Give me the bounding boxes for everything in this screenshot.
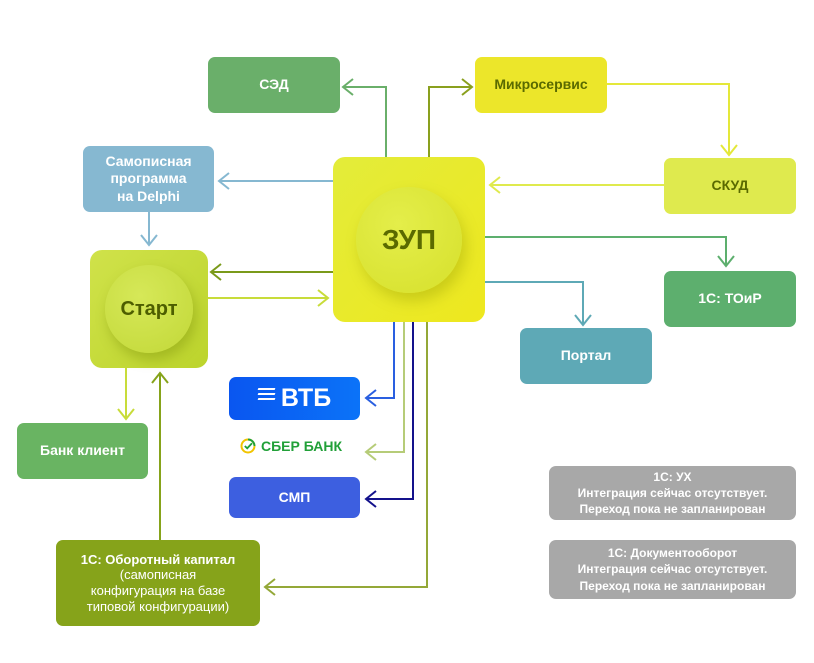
- sber-logo-icon: [240, 438, 256, 454]
- node-ux-line-2: Переход пока не запланирован: [579, 502, 766, 517]
- node-ux-title: 1С: УХ: [653, 469, 692, 484]
- node-skud-label: СКУД: [711, 177, 749, 194]
- node-vtb[interactable]: ВТБ: [229, 377, 360, 420]
- arrow-zup-to-sed: [341, 78, 387, 158]
- node-delphi-line-2: программа: [110, 170, 187, 187]
- node-start[interactable]: Старт: [90, 250, 208, 368]
- arrow-zup-to-delphi: [217, 172, 333, 190]
- node-ux[interactable]: 1С: УХ Интеграция сейчас отсутствует. Пе…: [549, 466, 796, 520]
- node-microservice[interactable]: Микросервис: [475, 57, 607, 113]
- vtb-logo-icon: [257, 387, 276, 400]
- node-smp-label: СМП: [278, 488, 311, 505]
- arrow-zup-to-microservice: [428, 78, 474, 158]
- arrow-working-capital-to-start: [151, 371, 169, 540]
- node-delphi-line-1: Самописная: [105, 152, 192, 169]
- node-working-capital-line-2: конфигурация на базе: [90, 583, 226, 598]
- node-docflow-line-2: Переход пока не запланирован: [579, 578, 766, 593]
- node-toir-label: 1С: ТОиР: [698, 290, 762, 307]
- node-delphi[interactable]: Самописная программа на Delphi: [83, 146, 214, 212]
- node-microservice-label: Микросервис: [494, 76, 588, 93]
- arrow-delphi-to-start: [140, 212, 158, 247]
- node-working-capital-line-3: типовой конфигурации): [86, 598, 230, 614]
- node-docflow-title: 1С: Документооборот: [607, 546, 738, 561]
- arrow-zup-to-working-capital: [263, 321, 428, 596]
- arrow-zup-to-start: [209, 263, 333, 281]
- arrow-start-to-bank-client: [117, 368, 135, 421]
- node-smp[interactable]: СМП: [229, 477, 360, 518]
- node-docflow-line-1: Интеграция сейчас отсутствует.: [577, 562, 768, 577]
- arrow-zup-to-smp: [364, 321, 414, 508]
- node-working-capital-line-1: (самописная: [119, 567, 197, 583]
- arrow-skud-to-zup: [488, 176, 664, 194]
- node-zup[interactable]: ЗУП: [333, 157, 485, 322]
- node-working-capital-title: 1С: Оборотный капитал: [80, 551, 236, 567]
- node-sed[interactable]: СЭД: [208, 57, 340, 113]
- node-docflow[interactable]: 1С: Документооборот Интеграция сейчас от…: [549, 540, 796, 599]
- node-start-disc: Старт: [105, 265, 193, 353]
- node-sber[interactable]: СБЕР БАНК: [240, 438, 342, 454]
- arrow-zup-to-sber: [364, 321, 405, 461]
- node-bank-client[interactable]: Банк клиент: [17, 423, 148, 479]
- node-working-capital[interactable]: 1С: Оборотный капитал (самописная конфиг…: [56, 540, 260, 626]
- node-zup-disc: ЗУП: [356, 186, 462, 293]
- node-vtb-label: ВТБ: [280, 383, 332, 412]
- node-delphi-line-3: на Delphi: [117, 187, 180, 204]
- node-zup-label: ЗУП: [381, 224, 437, 255]
- arrow-zup-to-toir: [484, 236, 735, 268]
- arrow-zup-to-portal: [484, 281, 592, 327]
- node-skud[interactable]: СКУД: [664, 158, 796, 214]
- node-start-label: Старт: [120, 297, 178, 320]
- node-portal[interactable]: Портал: [520, 328, 652, 384]
- node-toir[interactable]: 1С: ТОиР: [664, 271, 796, 327]
- node-ux-line-1: Интеграция сейчас отсутствует.: [577, 485, 768, 500]
- arrow-start-to-zup: [208, 289, 330, 307]
- node-sed-label: СЭД: [259, 76, 289, 93]
- arrow-microservice-to-skud: [607, 83, 738, 157]
- node-portal-label: Портал: [560, 347, 612, 364]
- node-sber-label: СБЕР БАНК: [261, 438, 343, 454]
- arrow-zup-to-vtb: [364, 321, 395, 407]
- node-bank-client-label: Банк клиент: [40, 442, 125, 459]
